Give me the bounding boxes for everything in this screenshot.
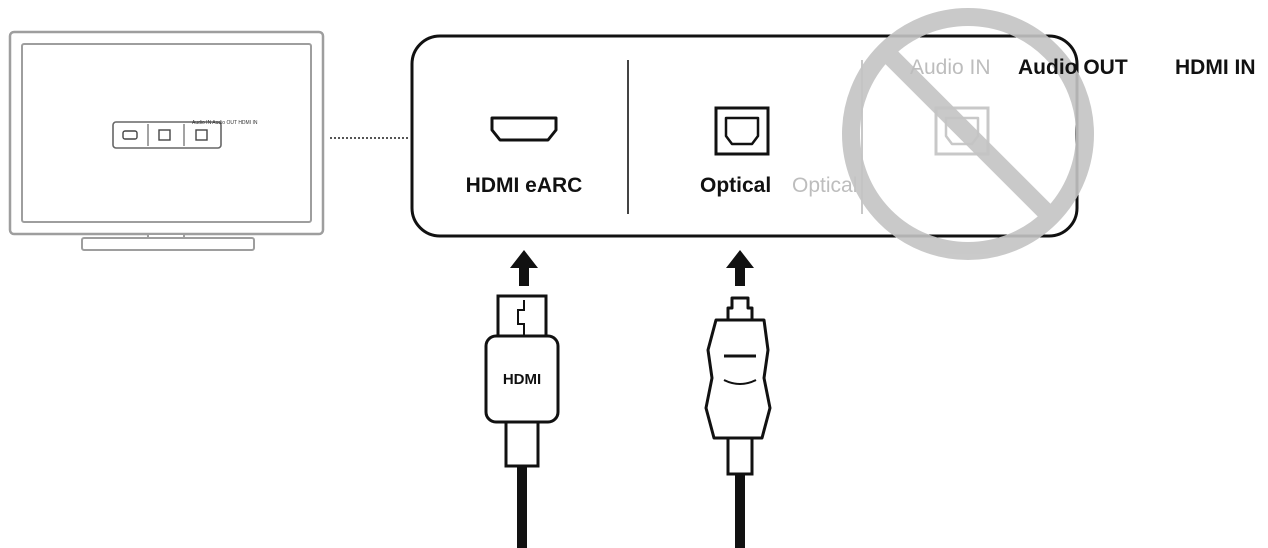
- optical-port-active: Optical: [700, 106, 771, 197]
- hdmi-cable-wire: [517, 466, 527, 548]
- audio-in-label: Audio IN: [910, 56, 991, 79]
- tv-stand-base: [81, 237, 255, 251]
- hdmi-cable: HDMI: [484, 250, 560, 548]
- optical-disabled-label: Optical: [792, 174, 857, 197]
- panel-header: Audio IN Audio OUT HDMI IN: [910, 56, 1256, 79]
- hdmi-plug-tip: [496, 294, 548, 340]
- optical-cable: [704, 250, 772, 548]
- optical-plug-tip: [726, 296, 754, 322]
- optical-plug-body: [704, 318, 772, 440]
- hdmi-up-arrow: [510, 250, 538, 286]
- audio-out-label: Audio OUT: [1018, 56, 1128, 79]
- hdmi-plug-label: HDMI: [503, 371, 541, 388]
- hdmi-port-icon: [490, 116, 558, 142]
- tv-illustration: Audio IN Audio OUT HDMI IN: [8, 30, 325, 251]
- tv-mini-port-panel: Audio IN Audio OUT HDMI IN: [112, 120, 258, 149]
- hdmi-earc-port: HDMI eARC: [466, 116, 583, 197]
- tv-mini-panel-caption: Audio IN Audio OUT HDMI IN: [192, 120, 258, 126]
- tv-mini-optical-icon-1: [158, 129, 171, 141]
- hdmi-in-label: HDMI IN: [1175, 56, 1256, 79]
- optical-label: Optical: [700, 174, 771, 197]
- tv-mini-hdmi-icon: [122, 130, 138, 140]
- tv-mini-optical-icon-2: [195, 129, 208, 141]
- optical-up-arrow: [726, 250, 754, 286]
- optical-cable-wire: [735, 474, 745, 548]
- hdmi-earc-label: HDMI eARC: [466, 174, 583, 197]
- prohibited-sign: [842, 8, 1094, 260]
- optical-strain-relief: [726, 436, 754, 476]
- hdmi-strain-relief: [504, 420, 540, 468]
